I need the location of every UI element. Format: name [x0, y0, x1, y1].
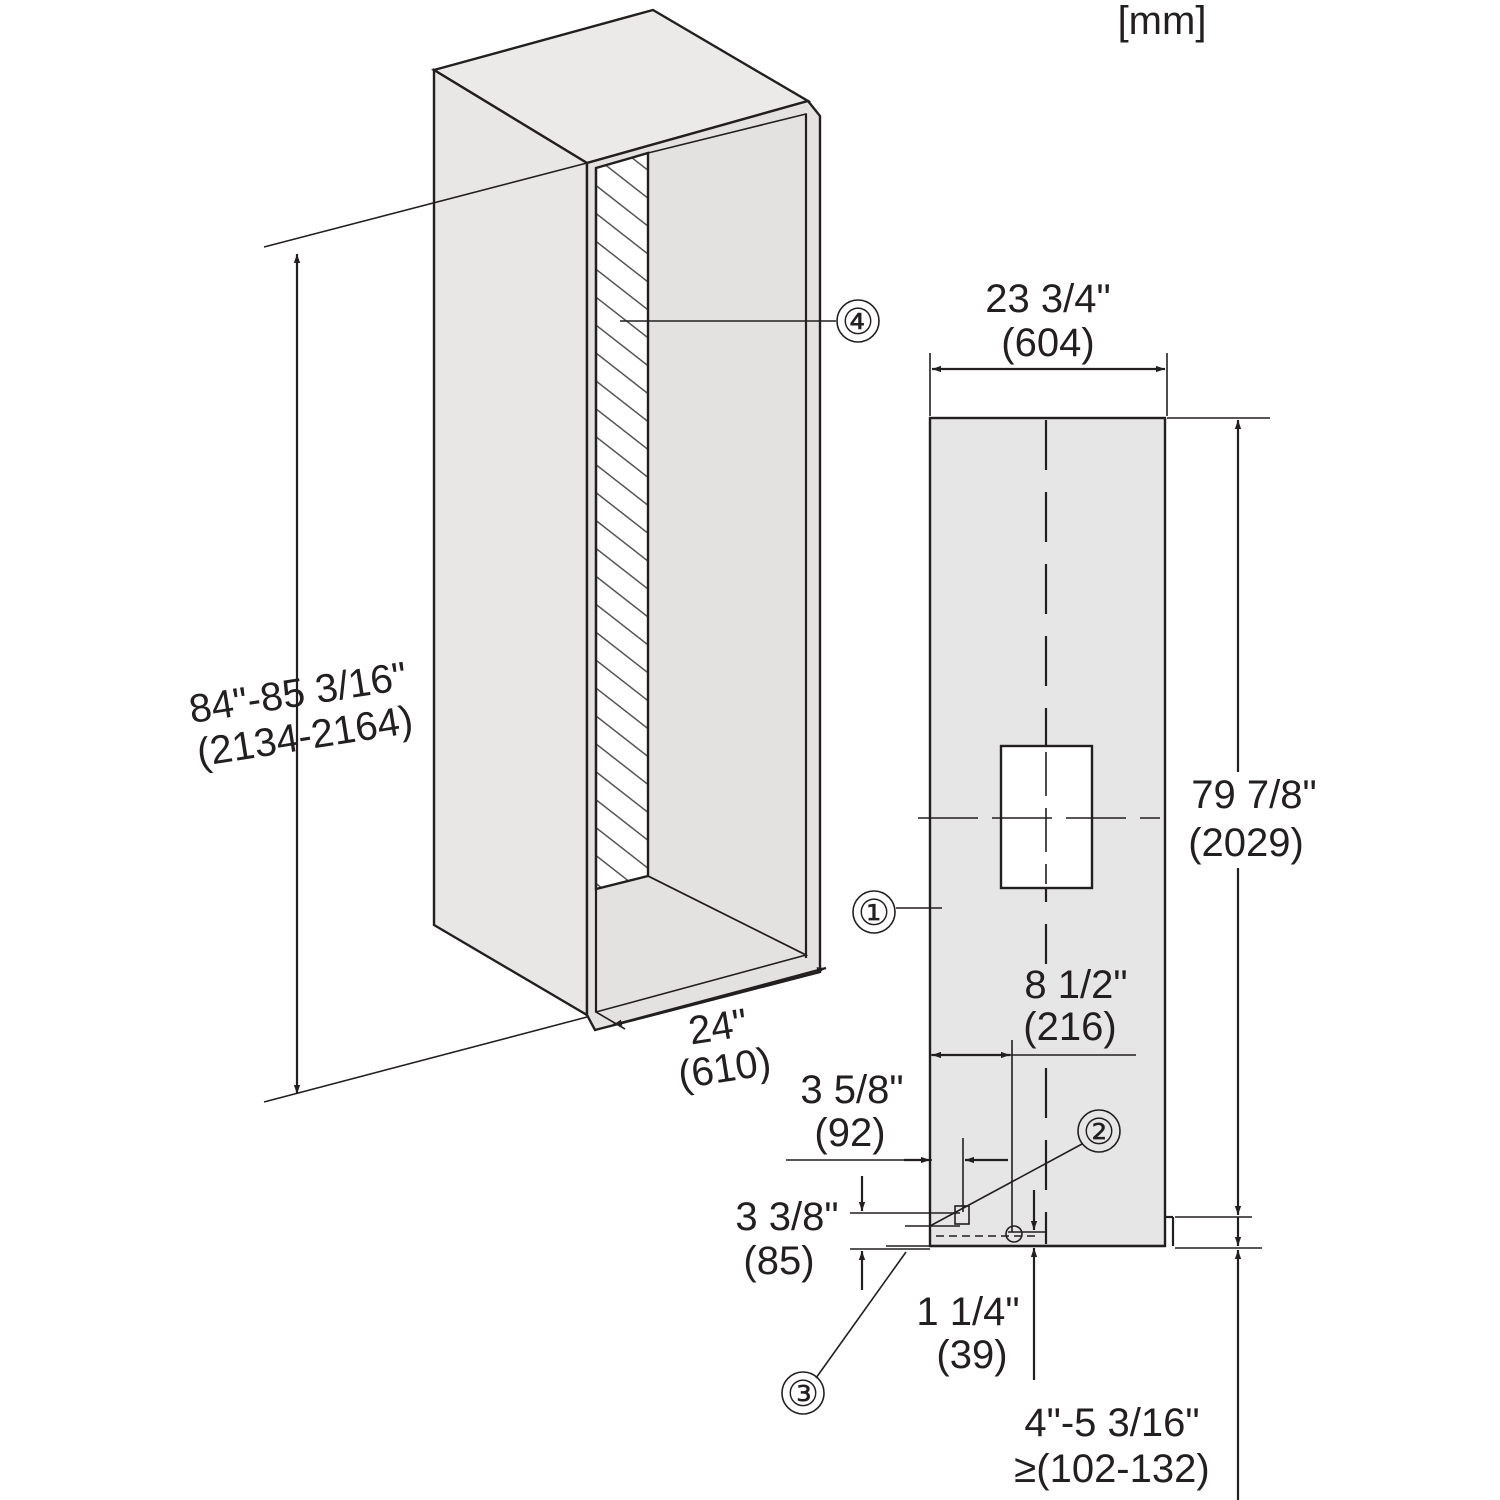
height-85-inch-label: 3 3/8" [735, 1195, 838, 1239]
offset-92-dimension: 3 5/8" (92) [786, 1068, 1008, 1212]
unit-label: [mm] [1118, 0, 1207, 43]
callout-4-label: ④ [842, 301, 874, 342]
callout-4: ④ [620, 299, 880, 343]
height-39-dimension: 1 1/4" (39) [916, 1190, 1046, 1380]
niche-side-panel [432, 67, 589, 1018]
offset-92-mm-label: (92) [814, 1111, 885, 1155]
offset-92-inch-label: 3 5/8" [800, 1068, 903, 1112]
appliance-width-dimension: 23 3/4" (604) [929, 277, 1168, 416]
offset-216-inch-label: 8 1/2" [1024, 963, 1127, 1007]
appliance-height-mm-label: (2029) [1188, 821, 1304, 865]
callout-1: ① [852, 890, 942, 934]
height-39-mm-label: (39) [936, 1333, 1007, 1377]
plinth-height-mm-label: ≥(102-132) [1014, 1447, 1209, 1491]
callout-3-label: ③ [787, 1373, 819, 1414]
offset-216-dimension: 8 1/2" (216) [930, 963, 1138, 1232]
appliance-width-mm-label: (604) [1001, 321, 1094, 365]
callout-3: ③ [781, 1251, 907, 1415]
appliance-height-dimension: 79 7/8" (2029) [1167, 417, 1317, 1218]
appliance-width-inch-label: 23 3/4" [985, 277, 1110, 321]
appliance-height-inch-label: 79 7/8" [1191, 773, 1316, 817]
niche-cabinet [430, 8, 822, 1032]
height-85-mm-label: (85) [743, 1239, 814, 1283]
niche-depth-inch-label: 24" [686, 1001, 751, 1054]
height-85-dimension: 3 3/8" (85) [735, 1176, 960, 1290]
niche-depth-mm-label: (610) [675, 1040, 774, 1098]
callout-1-label: ① [858, 892, 890, 933]
appliance-front-view [886, 416, 1175, 1248]
height-39-inch-label: 1 1/4" [916, 1290, 1019, 1334]
offset-216-mm-label: (216) [1023, 1005, 1116, 1049]
callout-2-label: ② [1083, 1111, 1115, 1152]
niche-opening [594, 151, 650, 891]
plinth-height-inch-label: 4"-5 3/16" [1024, 1401, 1199, 1445]
plinth-height-dimension: 4"-5 3/16" ≥(102-132) [1005, 1217, 1262, 1500]
